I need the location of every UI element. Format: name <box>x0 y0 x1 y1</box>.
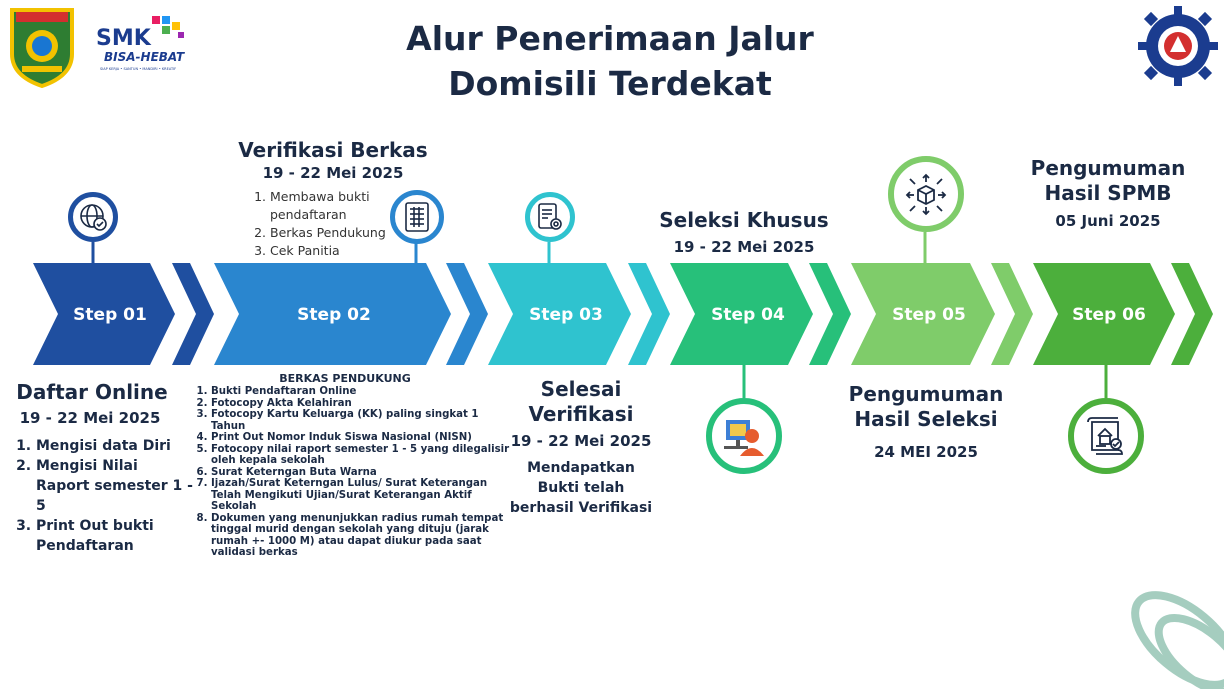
list-item: Fotocopy Akta Kelahiran <box>211 398 511 410</box>
document-gear-icon <box>525 192 575 242</box>
step-05-heading-line-1: Pengumuman <box>848 382 1004 406</box>
step-03-heading-line-1: Selesai <box>540 377 622 401</box>
step-04-label: Step 04 <box>711 305 785 325</box>
step-06-heading-line-1: Pengumuman <box>1030 156 1186 180</box>
step-01-heading: Daftar Online <box>16 380 168 404</box>
step-06-heading-line-2: Hasil SPMB <box>1044 181 1172 205</box>
step-02-date: 19 - 22 Mei 2025 <box>262 164 404 182</box>
regional-emblem-logo <box>8 4 76 89</box>
step-01-arrow <box>33 263 175 365</box>
berkas-pendukung-title: BERKAS PENDUKUNG <box>279 372 411 385</box>
list-item: Bukti Pendaftaran Online <box>211 386 511 398</box>
step-05-label: Step 05 <box>892 305 966 325</box>
list-item: Berkas Pendukung <box>270 224 410 242</box>
step-04-arrow <box>670 263 813 365</box>
scroll-house-icon <box>1068 398 1144 474</box>
list-item: Fotocopy Kartu Keluarga (KK) paling sing… <box>211 409 511 432</box>
step-06-heading: Pengumuman Hasil SPMB <box>1024 156 1192 206</box>
step-05-chevron <box>991 263 1033 365</box>
box-arrows-icon <box>888 156 964 232</box>
step-03-arrow <box>488 263 631 365</box>
step-04-date: 19 - 22 Mei 2025 <box>673 238 815 256</box>
list-item: Dokumen yang menunjukkan radius rumah te… <box>211 513 511 559</box>
step-03-label: Step 03 <box>529 305 603 325</box>
step-06-date: 05 Juni 2025 <box>1055 212 1161 230</box>
title-line-1: Alur Penerimaan Jalur <box>406 19 814 58</box>
step-02-chevron <box>446 263 488 365</box>
smk-logo-tagline: BISA-HEBAT <box>104 50 185 64</box>
step-06-arrow <box>1033 263 1175 365</box>
step-05-arrow <box>851 263 995 365</box>
list-item: Surat Keterngan Buta Warna <box>211 467 511 479</box>
step-04-heading: Seleksi Khusus <box>659 208 829 232</box>
step-02-list: Membawa bukti pendaftaran Berkas Penduku… <box>248 188 410 260</box>
step-01-date: 19 - 22 Mei 2025 <box>19 409 161 427</box>
smk-logo-text: SMK <box>96 26 151 51</box>
step-01-label: Step 01 <box>73 305 147 325</box>
step-03-date: 19 - 22 Mei 2025 <box>510 432 652 450</box>
step-03-heading: Selesai Verifikasi <box>496 377 666 427</box>
document-list-icon <box>390 190 444 244</box>
berkas-pendukung-list: Bukti Pendaftaran Online Fotocopy Akta K… <box>197 386 511 559</box>
title-line-2: Domisili Terdekat <box>448 64 772 103</box>
list-item: Print Out bukti Pendaftaran <box>36 516 196 556</box>
step-05-date: 24 MEI 2025 <box>874 443 978 461</box>
step-03-chevron <box>628 263 670 365</box>
list-item: Mengisi Nilai Raport semester 1 - 5 <box>36 456 196 516</box>
step-01-list: Mengisi data Diri Mengisi Nilai Raport s… <box>14 436 196 556</box>
globe-check-icon <box>68 192 118 242</box>
decorative-swirl <box>1131 591 1224 689</box>
list-item: Mengisi data Diri <box>36 436 196 456</box>
list-item: Ijazah/Surat Keterngan Lulus/ Surat Kete… <box>211 478 511 513</box>
list-item: Membawa bukti pendaftaran <box>270 188 410 224</box>
step-03-heading-line-2: Verifikasi <box>528 402 634 426</box>
person-computer-icon <box>706 398 782 474</box>
step-05-heading-line-2: Hasil Seleksi <box>854 407 998 431</box>
step-01-chevron <box>172 263 214 365</box>
step-03-description: Mendapatkan Bukti telah berhasil Verifik… <box>509 460 653 516</box>
step-05-heading: Pengumuman Hasil Seleksi <box>840 382 1012 432</box>
step-04-chevron <box>809 263 851 365</box>
smk-logo-subtag: SIAP KERJA • SANTUN • MANDIRI • KREATIF <box>100 67 177 71</box>
school-gear-emblem-logo <box>1136 4 1220 88</box>
step-06-label: Step 06 <box>1072 305 1146 325</box>
list-item: Fotocopy nilai raport semester 1 - 5 yan… <box>211 444 511 467</box>
step-06-chevron <box>1171 263 1213 365</box>
list-item: Print Out Nomor Induk Siswa Nasional (NI… <box>211 432 511 444</box>
list-item: Cek Panitia <box>270 242 410 260</box>
page-title: Alur Penerimaan Jalur Domisili Terdekat <box>380 16 840 106</box>
step-02-arrow <box>214 263 451 365</box>
step-02-label: Step 02 <box>297 305 371 325</box>
step-02-heading: Verifikasi Berkas <box>238 138 428 162</box>
smk-logo: SMK BISA-HEBAT SIAP KERJA • SANTUN • MAN… <box>94 12 194 82</box>
